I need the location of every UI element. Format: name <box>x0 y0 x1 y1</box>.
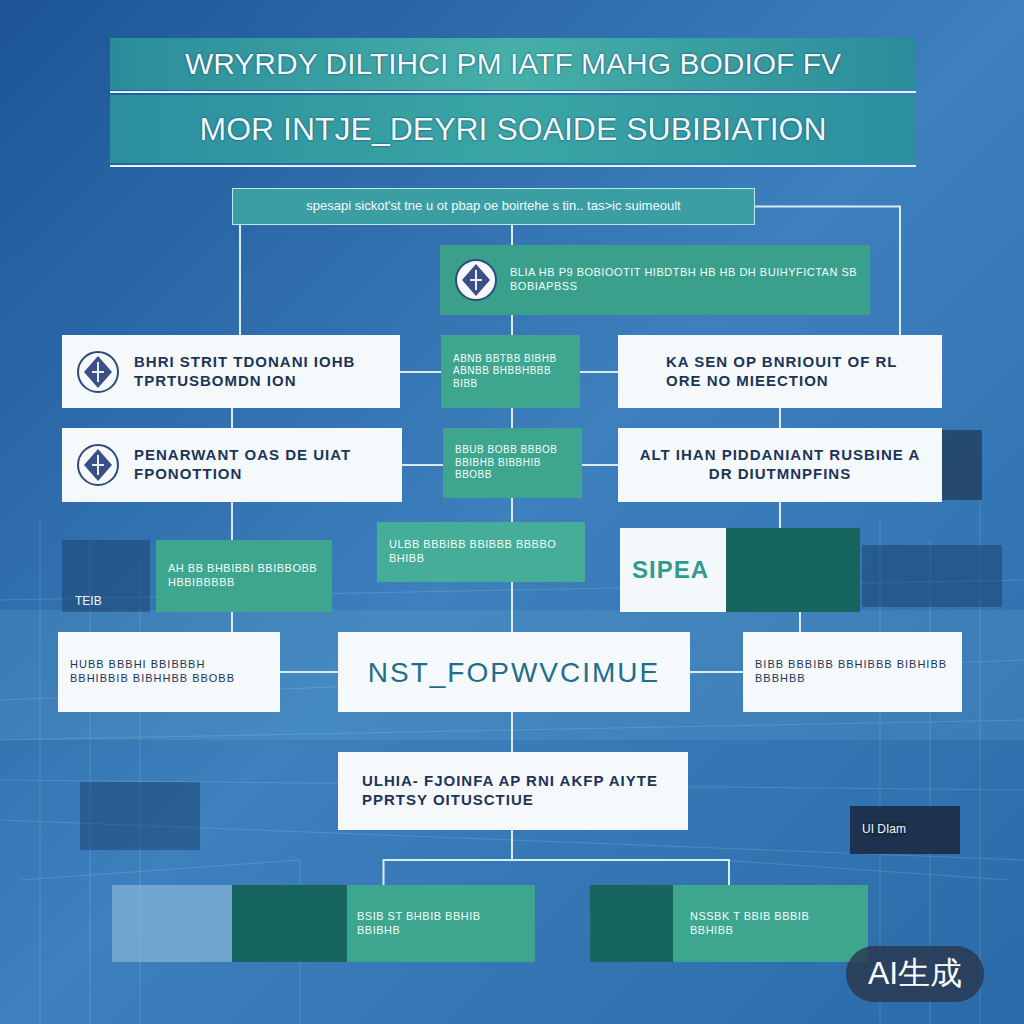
connector-line <box>582 464 618 466</box>
node-text: MOR INTJE_DEYRI SOAIDE SUBIBIATION <box>199 109 826 149</box>
header-band: spesapi sickot'st tne u ot pbap oe boirt… <box>232 188 755 225</box>
node-text: BIBB BBBIBB BBHIBBB BIBHIBB BBBHBB <box>755 658 950 686</box>
connector-line <box>511 315 513 335</box>
photo-caption: TEIB <box>75 594 102 608</box>
title-band: WRYRDY DILTIHCI PM IATF MAHG BODIOF FV <box>110 38 916 90</box>
process-box: NSSBK T BBIB BBBIB BBHIBB <box>590 885 868 962</box>
connector-line <box>511 712 513 752</box>
node-text: ALT IHAN PIDDANIANT RUSBINE A DR DIUTMNP… <box>630 446 930 484</box>
connector-line <box>231 612 233 632</box>
process-box: BLIA HB P9 BOBIOOTIT HIBDTBH HB HB DH BU… <box>440 245 870 315</box>
process-box: ULBB BBBIBB BBIBBB BBBBO BHIBB <box>377 522 585 582</box>
connector-line <box>239 225 241 335</box>
node-text: PENARWANT OAS DE UIAT FPONOTTION <box>134 446 390 484</box>
connector-line <box>511 498 513 522</box>
node-text: BHRI STRIT TDONANI IOHB TPRTUSBOMDN ION <box>134 353 388 391</box>
photo-panel <box>942 430 982 500</box>
node-text: NST_FOPWVCIMUE <box>368 655 660 690</box>
connector-line <box>231 408 233 428</box>
node-icon <box>76 443 120 487</box>
node-text: BBUB BOBB BBBOB BBIBHB BIBBHIB BBOBB <box>455 444 570 482</box>
dark-panel <box>850 806 960 854</box>
connector-line <box>402 464 443 466</box>
node-text: NSSBK T BBIB BBBIB BBHIBB <box>690 910 856 938</box>
process-box: BIBB BBBIBB BBHIBBB BIBHIBB BBBHBB <box>743 632 962 712</box>
photo-panel <box>62 540 150 612</box>
process-box: PENARWANT OAS DE UIAT FPONOTTION <box>62 428 402 502</box>
connector-line <box>690 671 743 673</box>
process-box: ABNB BBTBB BIBHB ABNBB BHBBHBBB BIBB <box>441 335 580 408</box>
connector-line <box>511 225 513 245</box>
connector-line <box>231 502 233 540</box>
process-box: AH BB BHBIBBI BBIBBOBB HBBIBBBBB <box>156 540 332 612</box>
connector-line <box>280 671 338 673</box>
title-rule <box>110 91 916 93</box>
process-box: BSIB ST BHBIB BBHIB BBIBHB <box>232 885 535 962</box>
connector-line <box>779 502 781 528</box>
node-text: ULHIA- FJOINFA AP RNI AKFP AIYTE PPRTSY … <box>362 772 676 810</box>
process-box: KA SEN OP BNRIOUIT OF RL ORE NO MIEECTIO… <box>618 335 942 408</box>
image-panel: SIPEA <box>620 528 860 612</box>
node-text: HUBB BBBHI BBIBBBH BBHIBBIB BIBHHBB BBOB… <box>70 658 268 686</box>
connector-line <box>512 830 729 885</box>
process-box: ALT IHAN PIDDANIANT RUSBINE A DR DIUTMNP… <box>618 428 942 502</box>
connector-line <box>580 371 618 373</box>
connector-line <box>799 612 801 632</box>
node-text: ULBB BBBIBB BBIBBB BBBBO BHIBB <box>389 538 573 566</box>
node-text: spesapi sickot'st tne u ot pbap oe boirt… <box>306 198 680 214</box>
connector-line <box>400 371 441 373</box>
building-lines <box>0 500 1024 1024</box>
node-text: AH BB BHBIBBI BBIBBOBB HBBIBBBBB <box>168 562 320 590</box>
panel-caption: UI DIam <box>862 822 906 836</box>
title-text: WRYRDY DILTIHCI PM IATF MAHG BODIOF FV <box>185 47 841 81</box>
connector-line <box>384 830 513 885</box>
connector-line <box>511 582 513 632</box>
process-box: HUBB BBBHI BBIBBBH BBHIBBIB BIBHHBB BBOB… <box>58 632 280 712</box>
process-box: BBUB BOBB BBBOB BBIBHB BIBBHIB BBOBB <box>443 428 582 498</box>
photo-panel <box>112 885 232 962</box>
title-rule <box>110 165 916 167</box>
watermark: AI生成 <box>846 946 984 1002</box>
node-text: BLIA HB P9 BOBIOOTIT HIBDTBH HB HB DH BU… <box>510 266 858 294</box>
connector-line <box>511 408 513 428</box>
process-box: BHRI STRIT TDONANI IOHB TPRTUSBOMDN ION <box>62 335 400 408</box>
node-icon <box>76 350 120 394</box>
node-icon <box>454 258 498 302</box>
node-text: ABNB BBTBB BIBHB ABNBB BHBBHBBB BIBB <box>453 353 568 391</box>
node-text: BSIB ST BHBIB BBHIB BBIBHB <box>357 910 523 938</box>
process-box: ULHIA- FJOINFA AP RNI AKFP AIYTE PPRTSY … <box>338 752 688 830</box>
photo-panel <box>862 545 1002 607</box>
photo-panel <box>80 782 200 850</box>
connector-line <box>779 408 781 428</box>
central-box: NST_FOPWVCIMUE <box>338 632 690 712</box>
subtitle-band: MOR INTJE_DEYRI SOAIDE SUBIBIATION <box>110 95 916 163</box>
node-text: KA SEN OP BNRIOUIT OF RL ORE NO MIEECTIO… <box>666 353 930 391</box>
node-text: SIPEA <box>632 555 848 585</box>
